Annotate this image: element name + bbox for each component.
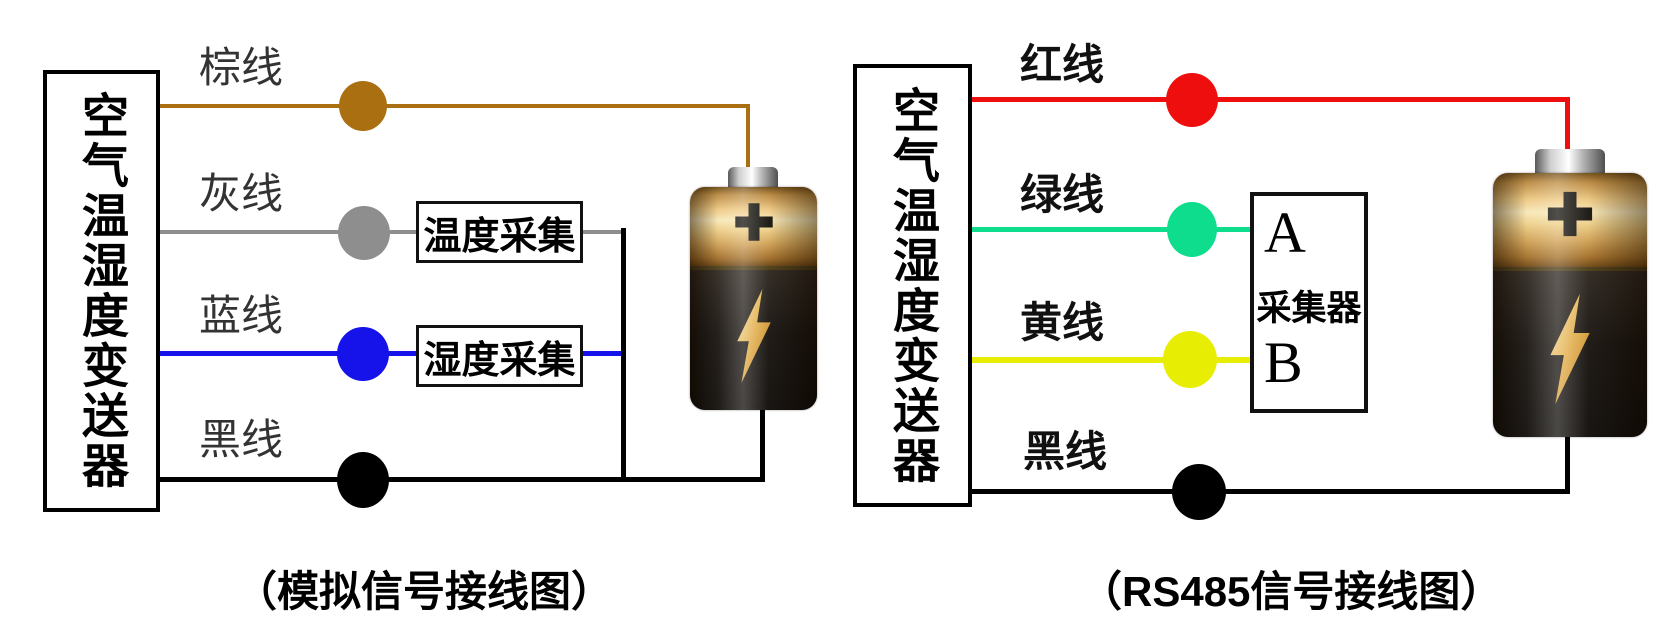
junction-dot-gray — [338, 206, 390, 260]
black-wire-analog — [160, 477, 765, 482]
collector-label: 采集器 — [1256, 289, 1362, 328]
green-wire — [972, 227, 1250, 232]
wire-label-blue: 蓝线 — [198, 294, 283, 340]
junction-dot-black-analog — [337, 452, 389, 508]
humidity-module-box: 湿度采集 — [416, 325, 583, 387]
gray-wire — [160, 230, 416, 234]
humidity-module-label: 湿度采集 — [423, 339, 576, 382]
lightning-bolt-icon — [1550, 293, 1590, 405]
battery-rs485 — [1493, 149, 1647, 437]
plus-icon — [734, 202, 773, 241]
transmitter-box-analog: 空气温湿度变送器 — [43, 70, 160, 512]
junction-dot-brown — [339, 81, 387, 131]
battery-body — [1493, 173, 1647, 437]
lightning-bolt-icon — [736, 288, 771, 383]
battery-body — [690, 187, 817, 410]
black-wire-rs485-rise — [1565, 435, 1570, 492]
battery-negative-section — [1493, 270, 1647, 437]
brown-wire — [160, 104, 750, 108]
caption-rs485: （RS485信号接线图） — [1080, 568, 1503, 615]
brown-wire-drop — [746, 104, 750, 169]
module-ground-bus — [621, 228, 626, 482]
blue-wire-out — [583, 351, 625, 356]
gray-wire-out — [583, 230, 625, 234]
transmitter-label-analog: 空气温湿度变送器 — [75, 91, 128, 491]
red-wire — [972, 97, 1570, 102]
wire-label-yellow: 黄线 — [1019, 301, 1104, 347]
collector-box: A 采集器 B — [1250, 192, 1368, 413]
junction-dot-yellow — [1163, 331, 1217, 388]
yellow-wire — [972, 357, 1250, 363]
battery-negative-section — [690, 269, 817, 410]
wire-label-brown: 棕线 — [198, 46, 283, 92]
wire-label-gray: 灰线 — [198, 172, 283, 218]
temperature-module-box: 温度采集 — [416, 201, 583, 263]
wire-label-red: 红线 — [1019, 43, 1104, 89]
black-wire-analog-rise — [760, 408, 765, 482]
temperature-module-label: 温度采集 — [423, 215, 576, 258]
caption-analog: （模拟信号接线图） — [234, 568, 613, 615]
collector-terminal-b: B — [1264, 330, 1303, 395]
junction-dot-red — [1166, 73, 1218, 127]
red-wire-drop — [1565, 97, 1570, 153]
junction-dot-black-rs485 — [1172, 464, 1226, 520]
wire-label-black-rs485: 黑线 — [1022, 430, 1107, 476]
wire-label-green: 绿线 — [1019, 173, 1104, 219]
blue-wire — [160, 351, 416, 356]
junction-dot-blue — [337, 327, 389, 381]
collector-terminal-a: A — [1264, 200, 1306, 265]
battery-terminal-cap — [1535, 149, 1605, 175]
battery-positive-section — [1493, 173, 1647, 271]
battery-analog — [690, 167, 817, 410]
battery-terminal-cap — [728, 167, 778, 189]
transmitter-box-rs485: 空气温湿度变送器 — [853, 64, 972, 507]
junction-dot-green — [1167, 202, 1217, 257]
plus-icon — [1547, 192, 1593, 237]
transmitter-label-rs485: 空气温湿度变送器 — [886, 85, 939, 486]
wire-label-black-analog: 黑线 — [198, 418, 283, 464]
black-wire-rs485 — [972, 489, 1570, 494]
battery-positive-section — [690, 187, 817, 270]
